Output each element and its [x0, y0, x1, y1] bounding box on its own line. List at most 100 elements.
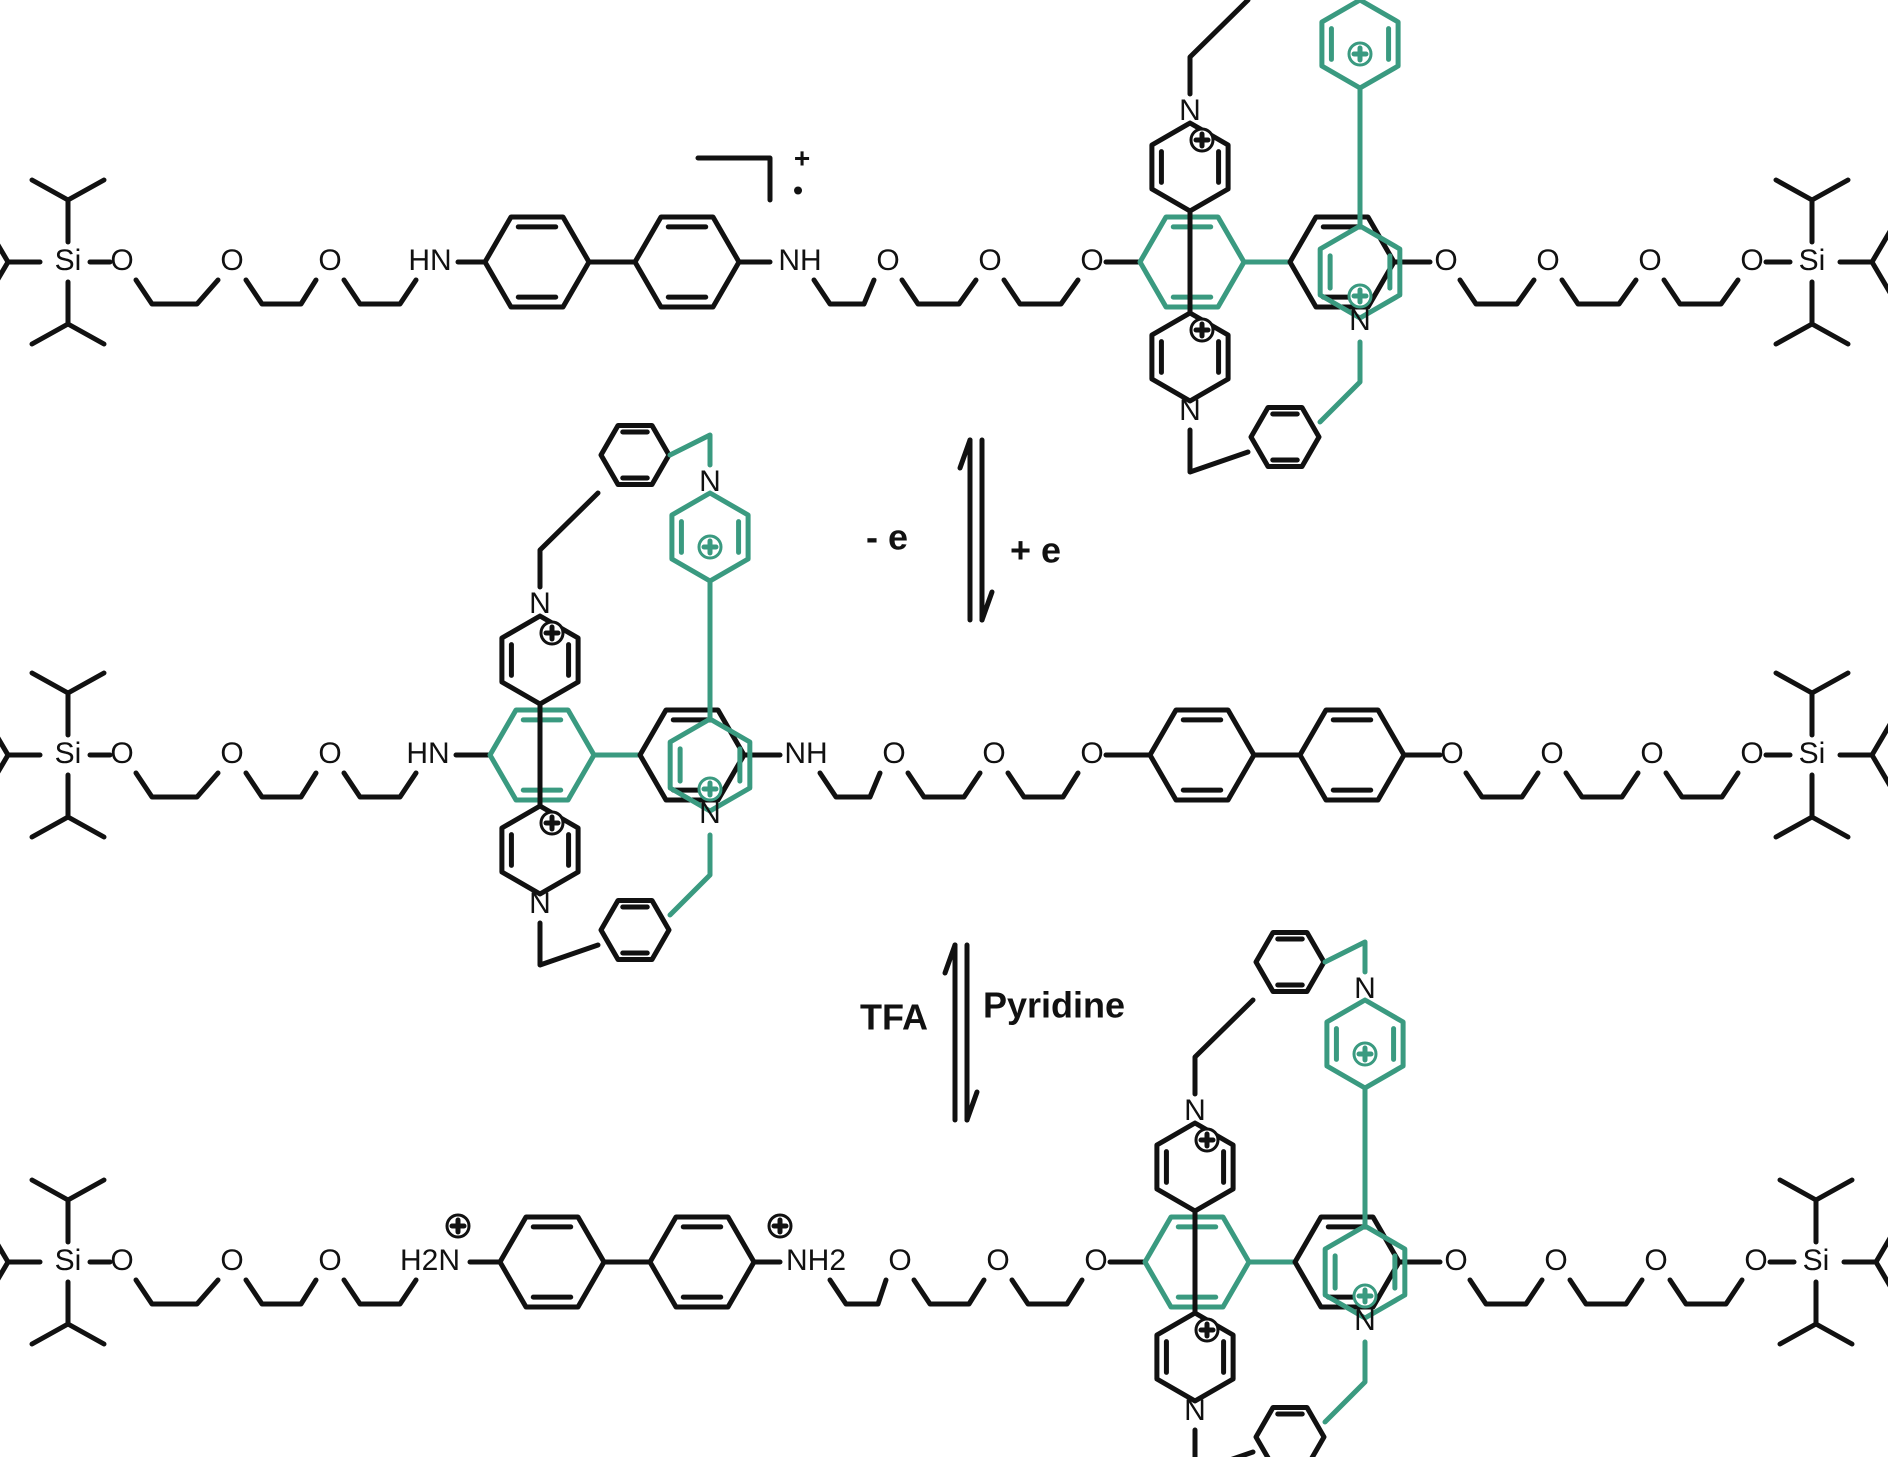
- biphenyl-ring-2: [647, 1214, 757, 1310]
- glycol-segment: [1567, 1277, 1645, 1307]
- ring-outline: [1253, 1405, 1327, 1457]
- nitrogen-atom: N: [1349, 304, 1371, 337]
- nitrogen-atom: N: [1184, 1094, 1206, 1127]
- si-atom: Si: [1799, 244, 1826, 277]
- nitrogen-atom: N: [699, 797, 721, 830]
- ammonium-left: H2N: [400, 1244, 460, 1277]
- glycol-segment: [827, 1277, 889, 1307]
- linker: [1317, 339, 1363, 425]
- bond: [29, 670, 71, 696]
- bond: [1773, 321, 1815, 347]
- positive-charge-icon: [1347, 283, 1373, 309]
- biphenyl-ring-3: [1297, 707, 1407, 803]
- glycol-segment: [133, 770, 221, 800]
- bond: [0, 752, 11, 774]
- bond: [1869, 259, 1888, 295]
- xylyl-ring-top: [598, 423, 672, 487]
- bond: [1777, 1177, 1819, 1203]
- linker: [667, 432, 713, 468]
- nitrogen-atom: N: [1354, 1304, 1376, 1337]
- reagent-minus-e: - e: [866, 517, 908, 558]
- oxygen-atom: O: [1744, 1244, 1767, 1277]
- ring-outline: [667, 716, 753, 814]
- bond: [1809, 814, 1851, 840]
- nitrogen-atom: N: [699, 465, 721, 498]
- positive-charge-icon: [1194, 1127, 1220, 1153]
- positive-charge-icon: [697, 534, 723, 560]
- positive-charge-icon: [767, 1213, 793, 1239]
- glycol-segment: [899, 277, 979, 307]
- ring-outline: [1297, 707, 1407, 803]
- linker: [1192, 1427, 1256, 1457]
- oxygen-atom: O: [110, 737, 133, 770]
- tips-group-left: Si: [0, 670, 107, 840]
- biphenyl-ring-3: [1287, 214, 1397, 310]
- bond: [0, 259, 11, 281]
- arrow-head: [964, 1089, 980, 1123]
- linker: [667, 832, 713, 918]
- ring-outline: [482, 214, 592, 310]
- oxygen-atom: O: [986, 1244, 1009, 1277]
- glycol-segment: [1457, 277, 1537, 307]
- si-atom: Si: [55, 244, 82, 277]
- tips-group-right: Si: [1773, 177, 1888, 347]
- bond: [1869, 229, 1888, 265]
- bipyridinium-ring-black-top: [1149, 120, 1231, 214]
- oxygen-atom: O: [1540, 737, 1563, 770]
- radical-dot: •: [793, 174, 803, 205]
- glycol-segment: [1005, 770, 1081, 800]
- bond: [29, 1177, 71, 1203]
- oxygen-atom: O: [110, 244, 133, 277]
- glycol-segment: [1563, 770, 1641, 800]
- nitrogen-atom: N: [529, 587, 551, 620]
- biphenyl-ring-2: [632, 214, 742, 310]
- oxygen-atom: O: [1444, 1244, 1467, 1277]
- oxygen-atom: O: [1080, 737, 1103, 770]
- oxygen-atom: O: [1084, 1244, 1107, 1277]
- xylyl-ring-top: [1253, 930, 1327, 994]
- biphenyl-ring-1: [482, 214, 592, 310]
- bond: [1873, 1236, 1888, 1265]
- oxygen-atom: O: [220, 1244, 243, 1277]
- radical-charge: +: [794, 142, 810, 173]
- xylyl-ring-bottom: [1253, 1405, 1327, 1457]
- ring-outline: [1292, 1214, 1402, 1310]
- biphenyl-ring-1: [497, 1214, 607, 1310]
- positive-charge-icon: [1194, 1317, 1220, 1343]
- positive-charge-icon: [1352, 1041, 1378, 1067]
- bond: [29, 177, 71, 203]
- glycol-segment: [341, 277, 419, 307]
- glycol-segment: [1001, 277, 1081, 307]
- tips-group-right: Si: [1773, 670, 1888, 840]
- oxygen-atom: O: [888, 1244, 911, 1277]
- bond: [29, 814, 71, 840]
- oxygen-atom: O: [1640, 737, 1663, 770]
- bond: [1809, 321, 1851, 347]
- oxygen-atom: O: [220, 244, 243, 277]
- bond: [65, 1321, 107, 1347]
- bipyridinium-ring-green-bottom: [1317, 223, 1403, 321]
- ring-outline: [637, 707, 747, 803]
- si-atom: Si: [55, 737, 82, 770]
- glycol-segment: [243, 277, 319, 307]
- glycol-segment: [341, 770, 419, 800]
- ammonium-right: NH2: [786, 1244, 846, 1277]
- ring-outline: [1248, 405, 1322, 469]
- equilibrium-arrow-redox: - e+ e: [866, 437, 1061, 623]
- bond: [65, 814, 107, 840]
- bond: [0, 1243, 11, 1265]
- oxygen-atom: O: [318, 1244, 341, 1277]
- nitrogen-atom: N: [1179, 94, 1201, 127]
- glycol-segment: [133, 277, 221, 307]
- oxygen-atom: O: [220, 737, 243, 770]
- oxygen-atom: O: [1080, 244, 1103, 277]
- si-atom: Si: [1799, 737, 1826, 770]
- glycol-segment: [1467, 1277, 1545, 1307]
- positive-charge-icon: [1347, 41, 1373, 67]
